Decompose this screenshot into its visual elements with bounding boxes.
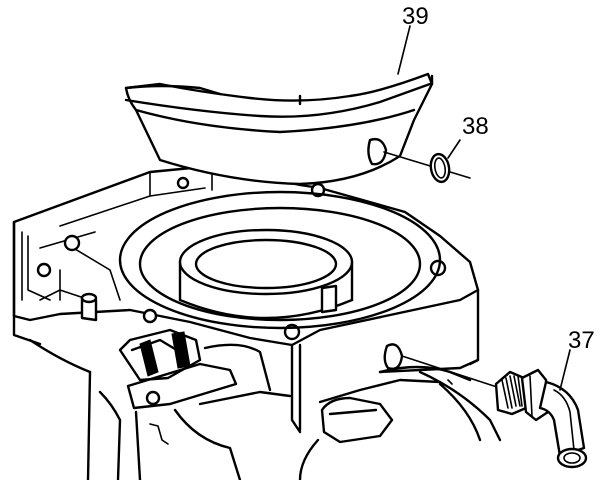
housing-port [383, 343, 501, 389]
lower-left-assembly [28, 328, 292, 480]
housing [12, 164, 480, 434]
part-38-seal-ring [383, 151, 471, 184]
part-37-hose-fitting [494, 368, 588, 469]
piston-bore [118, 190, 442, 330]
callout-leaders [397, 25, 571, 391]
callout-39: 39 [402, 3, 429, 30]
callout-37: 37 [568, 327, 595, 354]
lower-right-assembly [298, 365, 502, 480]
part-39-cover [124, 72, 434, 186]
callout-38: 38 [462, 113, 489, 140]
